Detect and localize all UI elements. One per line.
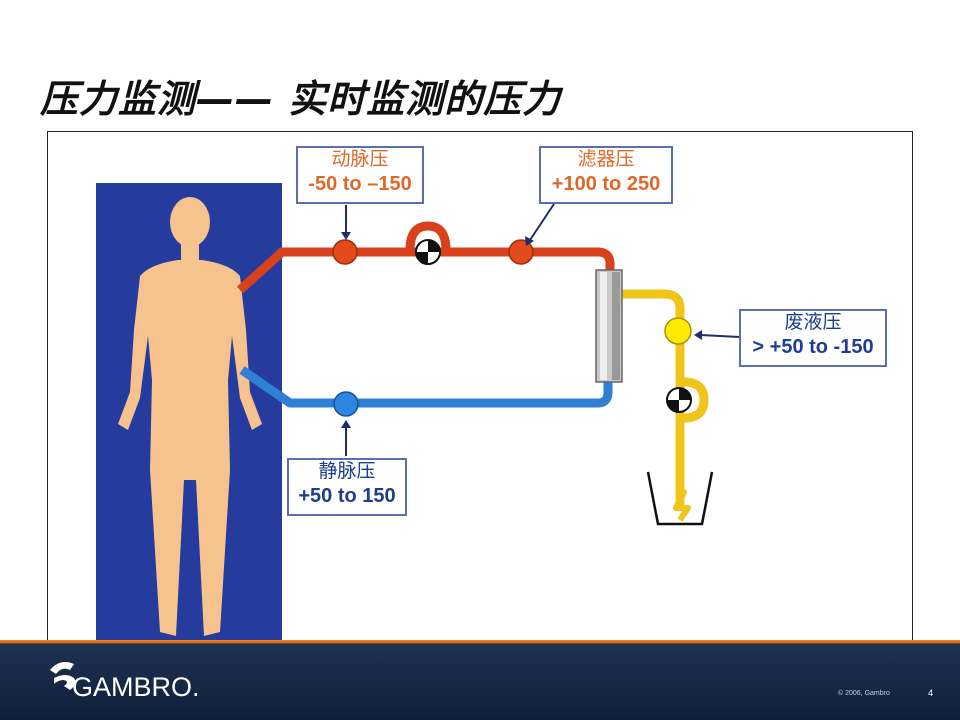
pump-loop [405,221,451,251]
effluent-pump-icon [666,387,692,413]
arterial-pressure-label: 动脉压 -50 to –150 [296,146,424,204]
effluent-pressure-name: 废液压 [784,312,842,333]
footer-band [0,640,960,720]
venous-pressure-label: 静脉压 +50 to 150 [287,458,407,516]
collection-bag-icon [646,471,714,526]
human-body-icon [118,197,262,636]
pointer-arrows [341,203,741,456]
effluent-sensor-icon [664,317,692,345]
arterial-line [236,247,615,294]
page-number: 4 [928,688,934,698]
effluent-pressure-label: 废液压 > +50 to -150 [739,309,887,367]
hemofilter-icon [595,269,623,383]
gambro-logo-icon [50,662,76,690]
venous-pressure-name: 静脉压 [318,461,376,482]
effluent-line [622,289,685,510]
filter-pressure-range: +100 to 250 [551,173,661,195]
venous-line [239,366,613,408]
effluent-pressure-range: > +50 to -150 [752,336,874,358]
arterial-pressure-range: -50 to –150 [308,173,412,195]
roller-pump-icon [415,239,441,265]
filter-sensor-icon [508,239,534,265]
effluent-pump-loop [683,377,709,423]
filter-pressure-label: 滤器压 +100 to 250 [539,146,673,204]
venous-sensor-icon [333,391,359,417]
arterial-pressure-name: 动脉压 [331,149,389,170]
copyright-text: © 2006, Gambro [838,690,890,697]
page-title: 压力监测—— 实时监测的压力 [40,77,562,121]
brand-name: GAMBRO. [72,672,200,702]
venous-pressure-range: +50 to 150 [298,485,396,507]
filter-pressure-name: 滤器压 [577,149,635,170]
arterial-sensor-icon [332,239,358,265]
